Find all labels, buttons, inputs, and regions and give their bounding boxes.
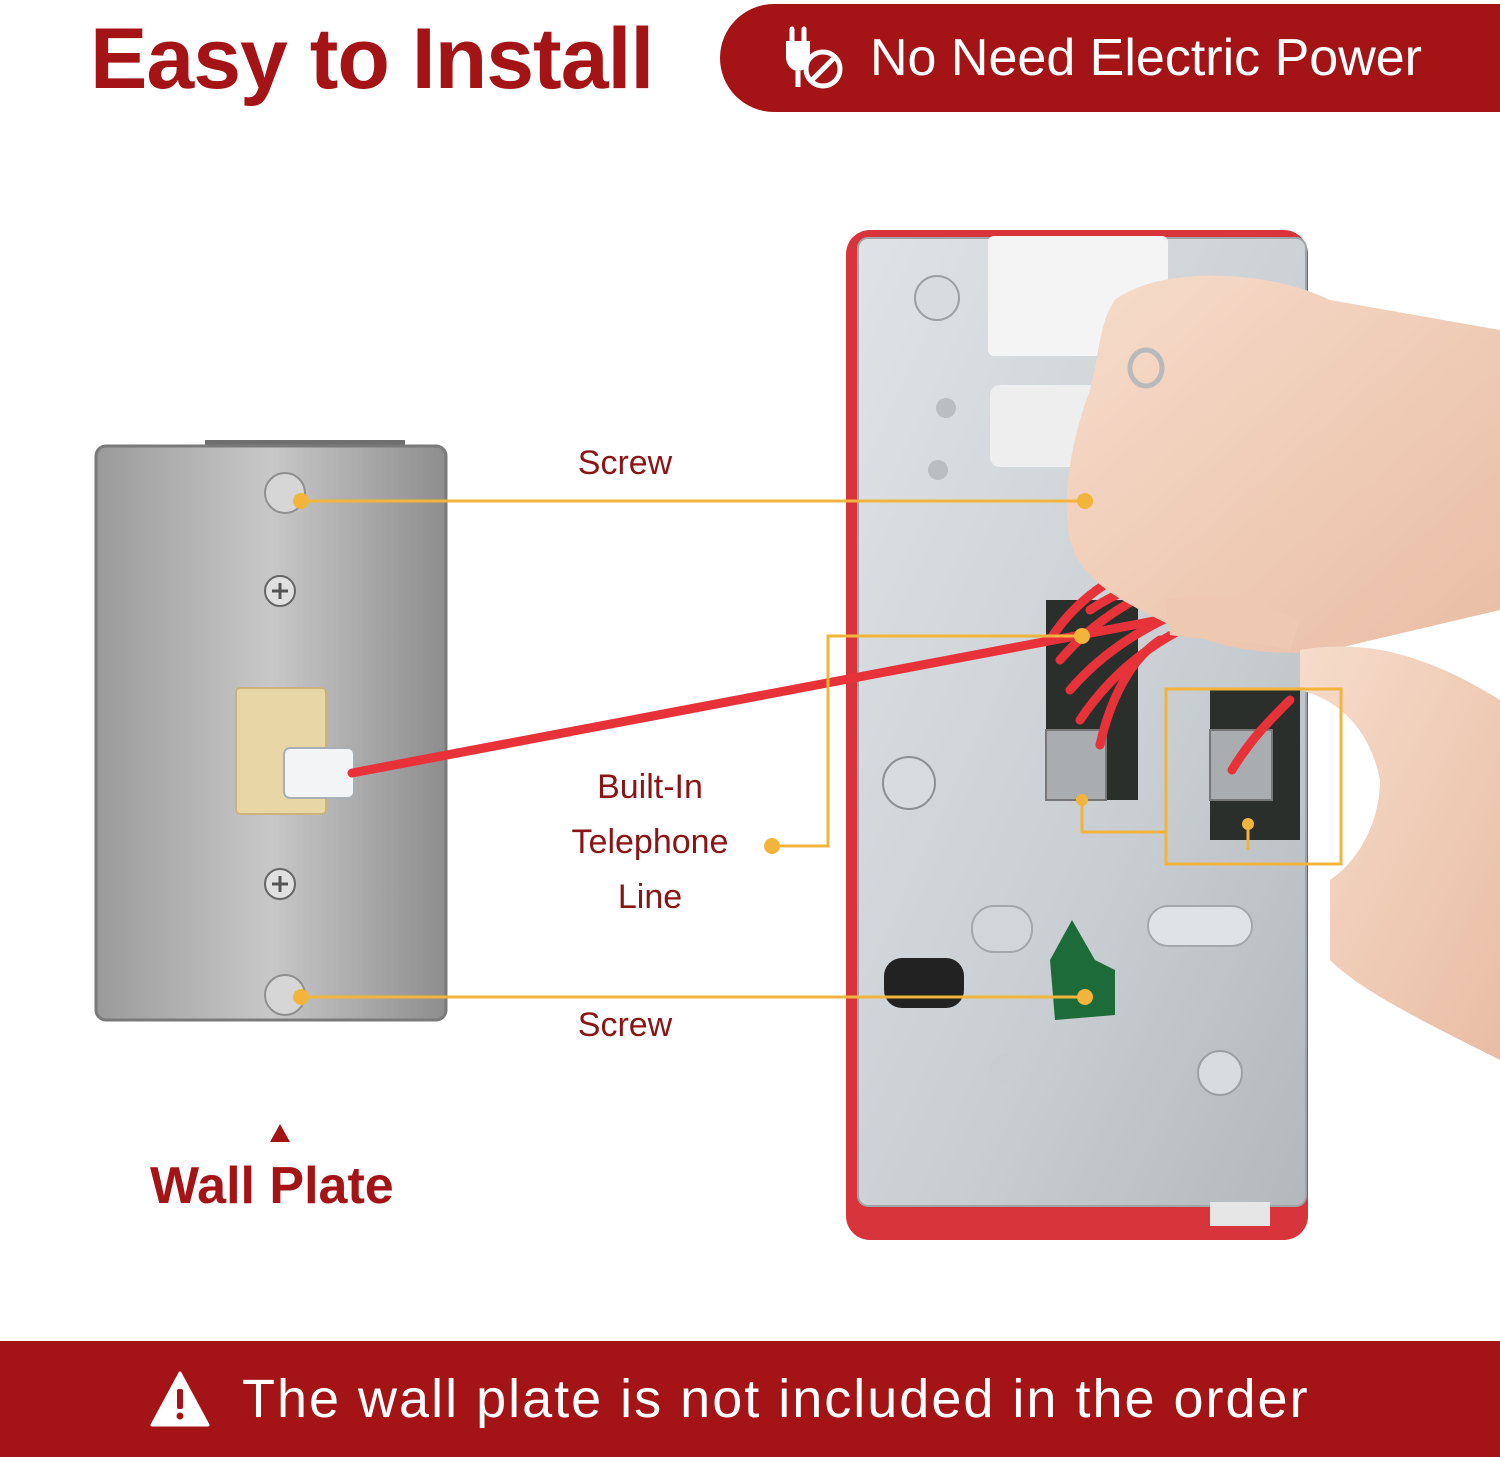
- page-title: Easy to Install: [90, 11, 654, 107]
- screw-top-label: Screw: [577, 444, 673, 482]
- jack-left: [1045, 729, 1107, 801]
- callout-dots: [293, 493, 1254, 1005]
- notice-bar: The wall plate is not included in the or…: [0, 1341, 1500, 1457]
- no-power-badge: No Need Electric Power: [720, 4, 1500, 112]
- no-power-text: No Need Electric Power: [870, 29, 1422, 87]
- wall-plate-label: Wall Plate: [150, 1157, 394, 1215]
- telephone-line-label-2: Telephone: [571, 823, 729, 861]
- pointer-triangle-icon: [270, 1124, 290, 1142]
- screw-bottom-label: Screw: [577, 1006, 673, 1044]
- jack-right: [1209, 729, 1273, 801]
- telephone-line-cable: [347, 613, 1175, 778]
- notice-text: The wall plate is not included in the or…: [242, 1369, 1310, 1429]
- warning-icon: [150, 1371, 210, 1427]
- callout-lines: [301, 499, 1343, 999]
- rj11-plug: [283, 747, 355, 799]
- wall-plate: [94, 440, 448, 1022]
- hands: [1066, 275, 1500, 1060]
- telephone-line-label-3: Line: [617, 878, 683, 916]
- keyhole-mount: [1050, 920, 1115, 1020]
- telephone-line-label-1: Built-In: [597, 768, 703, 806]
- no-plug-icon: [786, 26, 843, 89]
